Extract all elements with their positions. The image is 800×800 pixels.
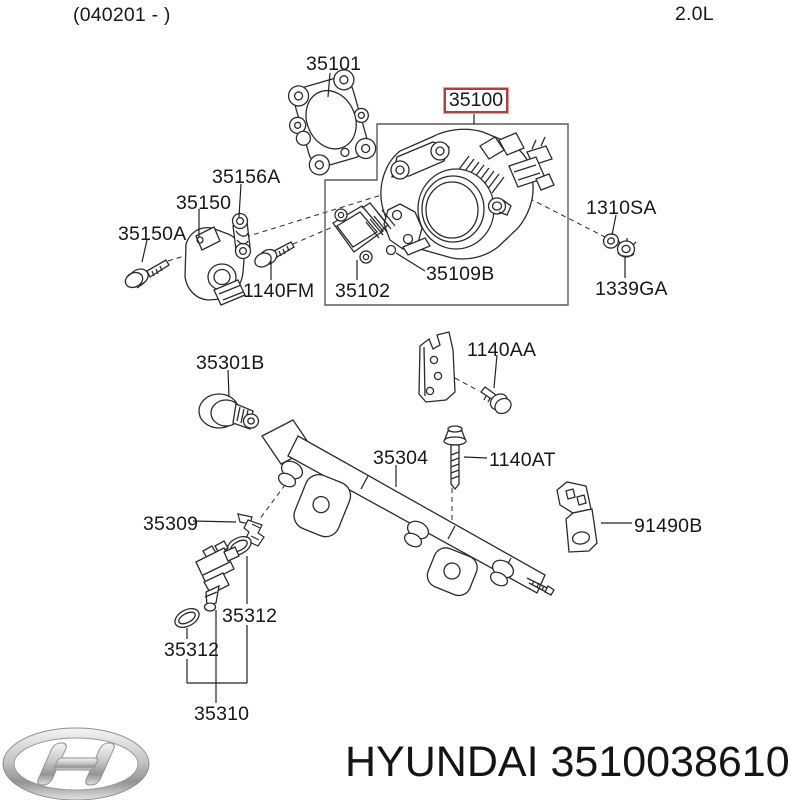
hyundai-logo-icon [2, 727, 150, 800]
part-label-35100: 35100 [448, 89, 504, 111]
bolt-35150a-drawing [124, 259, 170, 289]
bolt-1140fm-drawing [254, 241, 295, 268]
part-label-35309: 35309 [143, 513, 199, 535]
injector-drawing [195, 540, 240, 612]
part-label-1140AA: 1140AA [467, 339, 537, 361]
bracket-1140aa-drawing [418, 331, 456, 403]
gasket-drawing [287, 69, 377, 176]
part-number-text: 3510038610 [550, 738, 790, 786]
assembly-boundary-box [324, 123, 569, 306]
part-label-1140FM: 1140FM [243, 280, 315, 302]
part-label-35312-upper: 35312 [222, 605, 278, 627]
throttle-body-drawing [380, 128, 555, 260]
part-label-35150A: 35150A [118, 223, 187, 245]
part-label-1310SA: 1310SA [586, 197, 657, 219]
leader-lines [141, 72, 632, 703]
bracket-91490b-drawing [556, 481, 598, 553]
tps-sensor-drawing [332, 202, 397, 264]
part-label-35301B: 35301B [196, 352, 265, 374]
part-label-35102: 35102 [335, 280, 391, 302]
bolt-1140at-drawing [443, 425, 467, 491]
part-label-1339GA: 1339GA [595, 278, 668, 300]
part-label-35312-lower: 35312 [164, 639, 220, 661]
engine-size-text: 2.0L [675, 3, 714, 25]
part-label-35310: 35310 [194, 703, 250, 725]
washer-1310sa-drawing [602, 233, 620, 249]
bolt-1140aa-drawing [480, 386, 512, 415]
fuel-rail-drawing [261, 419, 555, 597]
part-label-35156A: 35156A [212, 166, 281, 188]
highlighted-part-label-35100: 35100 [444, 88, 508, 113]
part-label-1140AT: 1140AT [489, 449, 556, 471]
part-label-35109B: 35109B [426, 263, 495, 285]
brand-text: HYUNDAI [345, 738, 539, 786]
nut-1339ga-drawing [616, 238, 637, 258]
date-code-text: (040201 - ) [73, 4, 171, 26]
part-label-91490B: 91490B [634, 515, 703, 537]
part-label-35304: 35304 [373, 447, 429, 469]
footer-part-number: HYUNDAI 3510038610 [345, 738, 790, 787]
oring-lower-drawing [174, 608, 200, 628]
part-label-35101: 35101 [306, 53, 362, 75]
clamp-drawing [231, 212, 252, 260]
regulator-drawing [198, 393, 260, 430]
idle-air-valve-drawing [184, 226, 246, 306]
part-label-35150: 35150 [176, 192, 232, 214]
